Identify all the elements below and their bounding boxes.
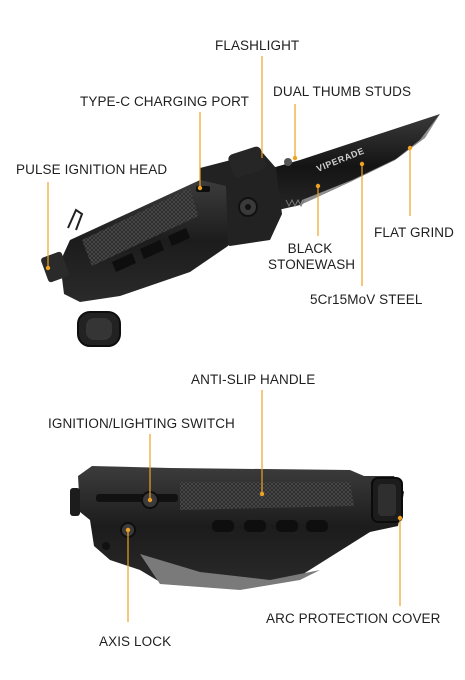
- closed-slot-1: [212, 520, 234, 532]
- closed-knurled-grip: [180, 482, 354, 510]
- label-ignition-lighting-switch: IGNITION/LIGHTING SWITCH: [48, 416, 235, 431]
- label-anti-slip-handle: ANTI-SLIP HANDLE: [191, 372, 316, 387]
- label-black-stonewash: BLACK STONEWASH: [268, 241, 356, 273]
- open-knife: [41, 114, 440, 347]
- label-type-c-charging-port: TYPE-C CHARGING PORT: [80, 94, 250, 109]
- label-flat-grind: FLAT GRIND: [374, 225, 455, 240]
- callout-lines: [45, 56, 413, 622]
- blade: [272, 114, 440, 210]
- label-pulse-ignition-head: PULSE IGNITION HEAD: [16, 162, 168, 177]
- handle-slot: [112, 253, 136, 272]
- blade-edge: [300, 114, 440, 205]
- closed-knife: [70, 466, 404, 590]
- label-arc-protection-cover: ARC PROTECTION COVER: [266, 611, 441, 626]
- label-dual-thumb-studs: DUAL THUMB STUDS: [273, 84, 412, 99]
- label-axis-lock: AXIS LOCK: [99, 634, 172, 649]
- blade-serration: [285, 198, 305, 208]
- label-stonewash: STONEWASH: [268, 257, 356, 272]
- label-flashlight: FLASHLIGHT: [215, 38, 300, 53]
- closed-blade-edge: [140, 554, 320, 590]
- label-black: BLACK: [287, 241, 333, 256]
- flashlight-head: [228, 146, 266, 178]
- knurled-grip: [82, 188, 198, 266]
- closed-back-hook: [70, 488, 80, 516]
- switch-bar: [96, 494, 178, 502]
- label-steel: 5Cr15MoV STEEL: [310, 292, 423, 307]
- thumb-stud: [284, 158, 292, 166]
